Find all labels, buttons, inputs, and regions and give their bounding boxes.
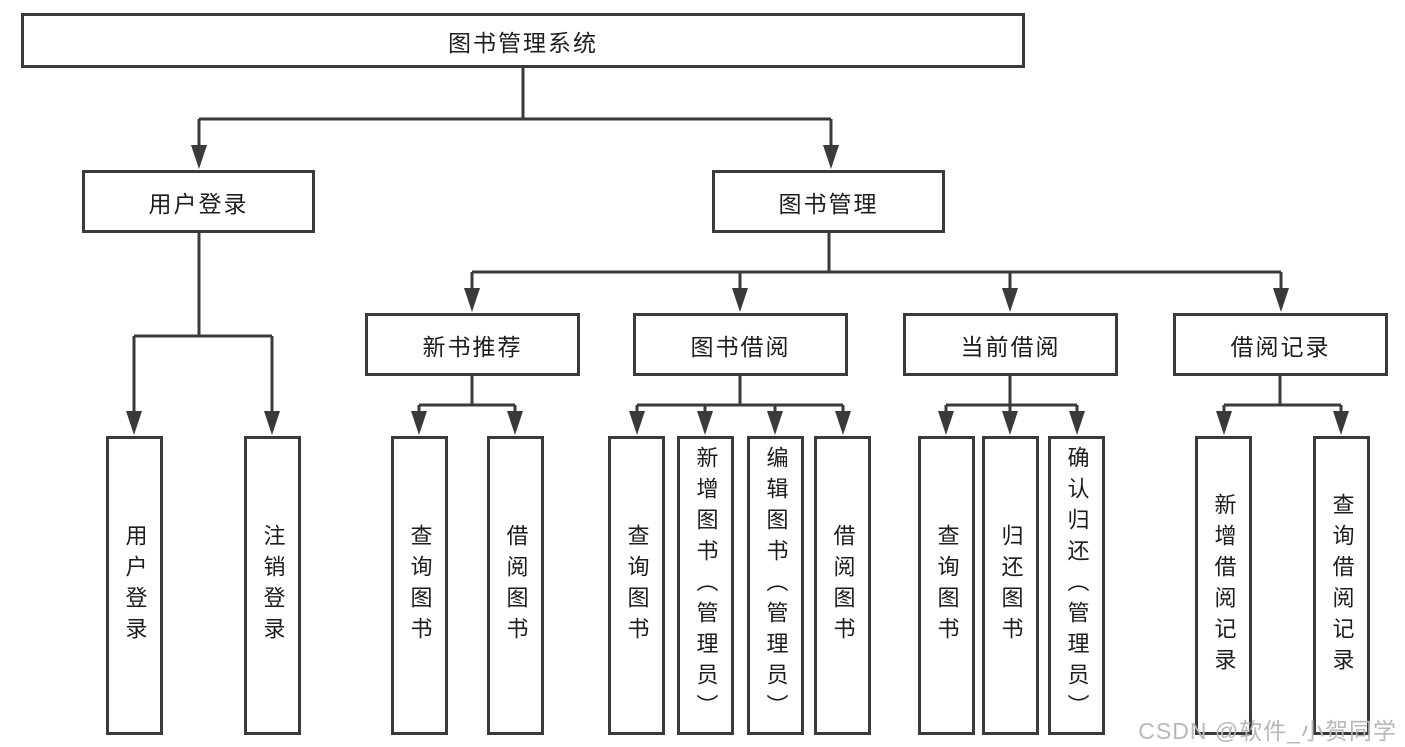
leaf-br-query-record: 查询借阅记录 [1313, 436, 1370, 735]
leaf-nb-borrow-books: 借阅图书 [487, 436, 544, 735]
leaf-bb-add-books-admin: 新增图书（管理员） [677, 436, 734, 735]
node-book-management-label: 图书管理 [778, 190, 879, 217]
node-root-label: 图书管理系统 [448, 29, 598, 56]
leaf-user-login: 用户登录 [106, 436, 163, 735]
leaf-cb-query-books: 查询图书 [918, 436, 975, 735]
leaf-cb-confirm-return-admin: 确认归还（管理员） [1048, 436, 1105, 735]
leaf-label: 归还图书 [998, 523, 1024, 648]
leaf-cb-return-books: 归还图书 [982, 436, 1039, 735]
node-new-book-recommend-label: 新书推荐 [422, 333, 523, 360]
leaf-label: 新增图书（管理员） [693, 446, 719, 725]
node-new-book-recommend: 新书推荐 [365, 313, 580, 376]
leaf-label: 借阅图书 [503, 523, 529, 648]
node-root: 图书管理系统 [21, 13, 1025, 68]
leaf-br-add-record: 新增借阅记录 [1195, 436, 1252, 735]
leaf-label: 查询图书 [934, 523, 960, 648]
node-book-borrow: 图书借阅 [633, 313, 848, 376]
node-borrow-record: 借阅记录 [1173, 313, 1388, 376]
csdn-watermark: CSDN @软件_小贺同学 [1138, 718, 1397, 744]
leaf-label: 查询图书 [407, 523, 433, 648]
node-current-borrow-label: 当前借阅 [960, 333, 1061, 360]
leaf-label: 查询借阅记录 [1329, 492, 1355, 679]
leaf-label: 注销登录 [260, 523, 286, 648]
node-book-borrow-label: 图书借阅 [690, 333, 791, 360]
node-current-borrow: 当前借阅 [903, 313, 1118, 376]
leaf-logout: 注销登录 [244, 436, 301, 735]
leaf-label: 借阅图书 [830, 523, 856, 648]
leaf-bb-borrow-books: 借阅图书 [814, 436, 871, 735]
node-book-management: 图书管理 [712, 170, 945, 233]
leaf-label: 查询图书 [624, 523, 650, 648]
leaf-bb-edit-books-admin: 编辑图书（管理员） [747, 436, 804, 735]
node-user-login: 用户登录 [82, 170, 315, 233]
leaf-label: 编辑图书（管理员） [763, 446, 789, 725]
leaf-label: 用户登录 [122, 523, 148, 648]
leaf-label: 确认归还（管理员） [1064, 446, 1090, 725]
leaf-bb-query-books: 查询图书 [608, 436, 665, 735]
node-user-login-label: 用户登录 [148, 190, 249, 217]
node-borrow-record-label: 借阅记录 [1230, 333, 1331, 360]
leaf-label: 新增借阅记录 [1211, 492, 1237, 679]
leaf-nb-query-books: 查询图书 [391, 436, 448, 735]
